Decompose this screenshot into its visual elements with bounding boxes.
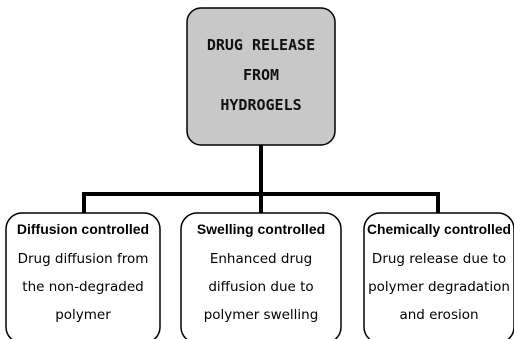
child-node-diffusion: Diffusion controlled Drug diffusion from…	[5, 212, 161, 339]
child-swelling-line-2: diffusion due to	[208, 279, 313, 295]
root-node: DRUG RELEASE FROM HYDROGELS	[186, 7, 336, 146]
child-node-chemical-box	[363, 212, 514, 339]
child-node-chemical: Chemically controlled Drug release due t…	[363, 212, 514, 339]
root-title-line-2: FROM	[243, 66, 279, 84]
child-chemical-line-1: Drug release due to	[372, 251, 506, 267]
child-node-diffusion-box	[5, 212, 161, 339]
child-swelling-line-1: Enhanced drug	[210, 251, 312, 267]
child-chemical-line-2: polymer degradation	[368, 279, 510, 295]
child-node-swelling-box	[180, 212, 342, 339]
child-diffusion-line-3: polymer	[55, 307, 111, 323]
child-swelling-title: Swelling controlled	[197, 221, 325, 237]
child-chemical-title: Chemically controlled	[367, 221, 511, 237]
child-diffusion-line-2: the non-degraded	[22, 279, 143, 295]
root-title-line-3: HYDROGELS	[220, 96, 301, 114]
child-chemical-line-3: and erosion	[399, 307, 478, 323]
connectors	[82, 145, 440, 213]
child-diffusion-line-1: Drug diffusion from	[18, 251, 149, 267]
child-swelling-line-3: polymer swelling	[204, 307, 319, 323]
root-node-box	[186, 7, 336, 146]
child-node-swelling: Swelling controlled Enhanced drug diffus…	[180, 212, 342, 339]
root-title-line-1: DRUG RELEASE	[207, 36, 315, 54]
child-diffusion-title: Diffusion controlled	[17, 221, 149, 237]
